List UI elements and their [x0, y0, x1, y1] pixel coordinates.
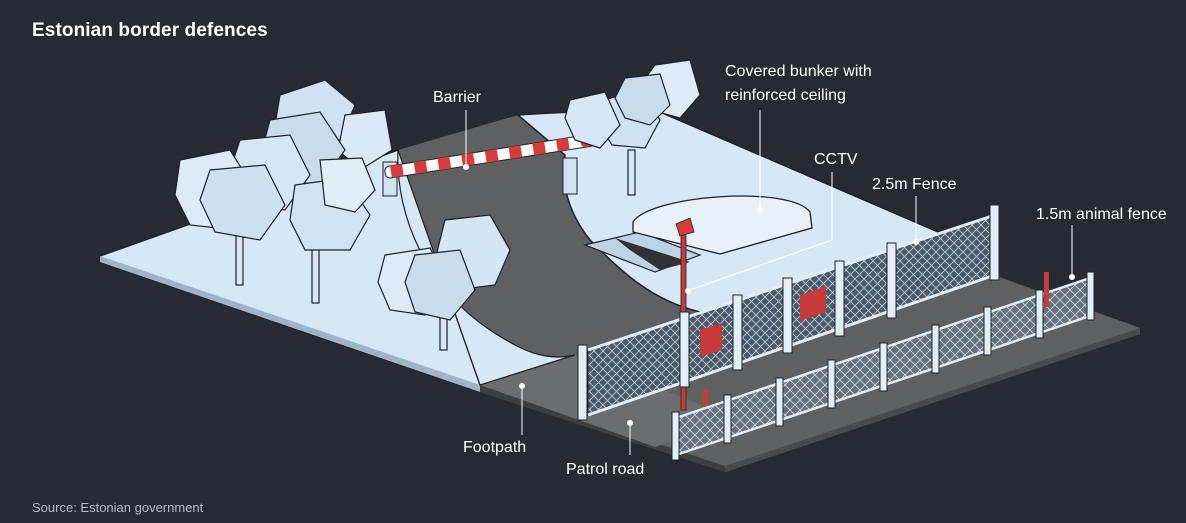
- tree-center: [377, 214, 511, 351]
- bunker: [582, 195, 813, 273]
- tree-cluster-left: [174, 79, 393, 304]
- page-title: Estonian border defences: [32, 20, 268, 41]
- label-patrol-road: Patrol road: [566, 461, 644, 478]
- source-note: Source: Estonian government: [32, 500, 204, 515]
- label-footpath: Footpath: [463, 439, 526, 456]
- label-bunker-line2: reinforced ceiling: [725, 87, 846, 104]
- label-fence-2-5m: 2.5m Fence: [872, 176, 957, 193]
- fence-2-5m: [577, 204, 1000, 421]
- label-bunker-line1: Covered bunker with: [725, 63, 872, 80]
- tree-right: [564, 59, 701, 196]
- animal-fence-1-5m: [671, 271, 1095, 461]
- label-barrier: Barrier: [433, 89, 482, 106]
- callouts: [463, 110, 1075, 455]
- label-cctv: CCTV: [814, 151, 858, 168]
- label-animal-fence: 1.5m animal fence: [1036, 206, 1167, 223]
